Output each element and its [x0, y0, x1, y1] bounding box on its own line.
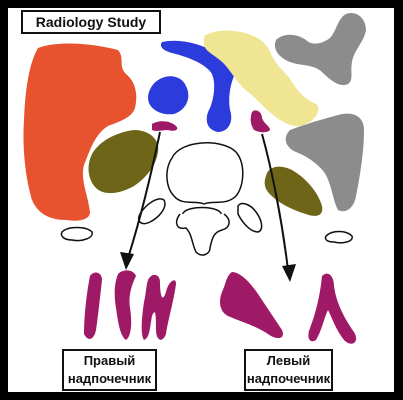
left-adrenal-small-shape — [250, 110, 270, 133]
left-adrenal-variant-1 — [220, 272, 283, 339]
right-adrenal-variant-2 — [114, 270, 136, 340]
right-adrenal-variant-1 — [84, 272, 102, 339]
right-arrow-head — [120, 252, 134, 270]
left-adrenal-label-line1: Левый — [266, 353, 311, 368]
right-adrenal-small-shape — [152, 121, 178, 131]
left-rib-outline — [237, 202, 263, 233]
liver-shape — [23, 43, 137, 221]
left-arrow-head — [282, 264, 296, 282]
title-label: Radiology Study — [21, 10, 161, 34]
vertebra-body-outline — [166, 142, 244, 205]
left-arrow-line — [261, 133, 289, 271]
page-title: Radiology Study — [35, 14, 147, 30]
right-small-oval-outline — [60, 226, 93, 242]
right-arrow-line — [127, 131, 161, 259]
spleen-shape — [285, 113, 364, 212]
right-adrenal-label-line1: Правый — [83, 353, 136, 368]
pancreas-shape — [204, 30, 319, 127]
left-small-oval-outline — [324, 230, 353, 244]
right-adrenal-label: Правый надпочечник — [62, 349, 157, 391]
right-adrenal-label-line2: надпочечник — [67, 371, 152, 386]
stomach-shape — [274, 12, 366, 86]
left-kidney-shape — [264, 166, 323, 216]
spinous-process-outline — [175, 213, 230, 256]
right-rib-outline — [138, 198, 166, 225]
portal-vein-shape — [160, 40, 239, 132]
inferior-vena-cava-shape — [148, 76, 189, 115]
left-adrenal-variant-2 — [308, 273, 357, 344]
left-adrenal-label: Левый надпочечник — [244, 349, 333, 391]
left-adrenal-label-line2: надпочечник — [246, 371, 331, 386]
right-kidney-shape — [88, 130, 159, 194]
right-adrenal-variant-3 — [141, 274, 176, 340]
